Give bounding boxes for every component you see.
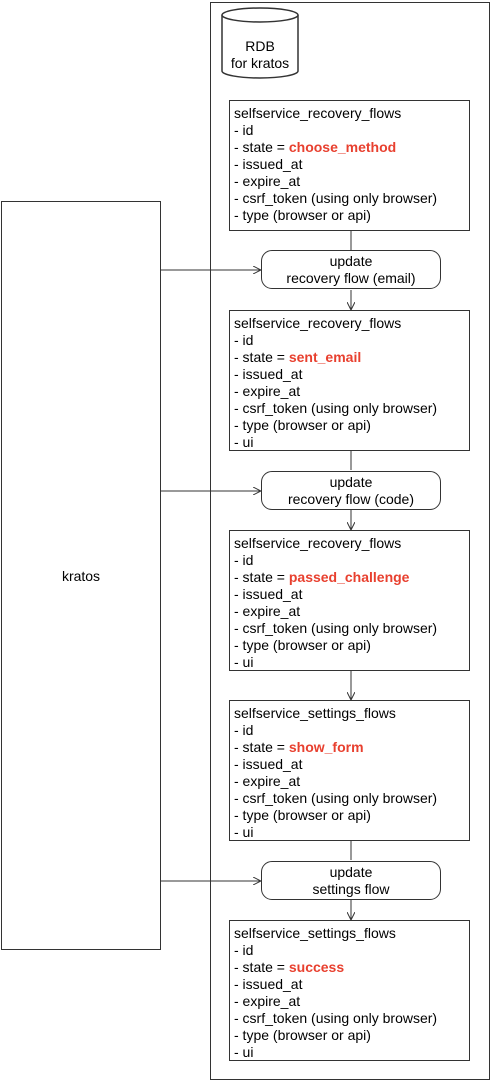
action-update-settings-flow: update settings flow <box>261 861 441 900</box>
entity-field: - issued_at <box>234 366 303 382</box>
action-line2: settings flow <box>312 880 390 897</box>
state-value: sent_email <box>288 349 362 365</box>
entity-field: - type (browser or api) <box>234 417 371 433</box>
action-line1: update <box>329 473 373 490</box>
entity-field: - csrf_token (using only browser) <box>234 620 438 636</box>
entity-field: - id <box>234 122 254 138</box>
entity-table-name: selfservice_recovery_flows <box>234 105 402 121</box>
entity-table-name: selfservice_settings_flows <box>234 705 396 721</box>
state-prefix: - state = <box>234 349 289 365</box>
entity-table-name: selfservice_recovery_flows <box>234 535 402 551</box>
entity-recovery-flow-sent-email: selfservice_recovery_flows - id - state … <box>229 310 470 451</box>
entity-field: - type (browser or api) <box>234 207 371 223</box>
entity-field: - type (browser or api) <box>234 1027 371 1043</box>
entity-field: - expire_at <box>234 773 301 789</box>
entity-field: - csrf_token (using only browser) <box>234 1010 438 1026</box>
action-line1: update <box>329 863 373 880</box>
action-line2: recovery flow (code) <box>287 490 415 507</box>
state-value: choose_method <box>288 139 397 155</box>
entity-table-name: selfservice_settings_flows <box>234 925 396 941</box>
state-value: show_form <box>288 739 364 755</box>
action-update-recovery-flow-email: update recovery flow (email) <box>261 250 441 289</box>
entity-field: - id <box>234 552 254 568</box>
entity-field: - type (browser or api) <box>234 807 371 823</box>
entity-field: - id <box>234 332 254 348</box>
state-value: passed_challenge <box>288 569 410 585</box>
state-prefix: - state = <box>234 739 289 755</box>
entity-settings-flow-success: selfservice_settings_flows - id - state … <box>229 920 470 1061</box>
entity-recovery-flow-choose-method: selfservice_recovery_flows - id - state … <box>229 100 470 231</box>
entity-field: - ui <box>234 434 254 450</box>
database-label: RDB for kratos <box>221 38 299 72</box>
entity-settings-flow-show-form: selfservice_settings_flows - id - state … <box>229 700 470 841</box>
actor-label: kratos <box>61 567 101 584</box>
entity-field: - ui <box>234 824 254 840</box>
entity-field: - csrf_token (using only browser) <box>234 190 438 206</box>
entity-field: - csrf_token (using only browser) <box>234 400 438 416</box>
entity-field: - expire_at <box>234 383 301 399</box>
state-prefix: - state = <box>234 959 289 975</box>
entity-field: - issued_at <box>234 976 303 992</box>
action-update-recovery-flow-code: update recovery flow (code) <box>261 471 441 510</box>
entity-field: - id <box>234 722 254 738</box>
entity-field: - issued_at <box>234 586 303 602</box>
entity-state-field: - state = show_form <box>234 739 469 756</box>
entity-field: - csrf_token (using only browser) <box>234 790 438 806</box>
entity-field: - expire_at <box>234 603 301 619</box>
entity-field: - ui <box>234 1044 254 1060</box>
state-prefix: - state = <box>234 139 289 155</box>
entity-state-field: - state = sent_email <box>234 349 469 366</box>
kratos-actor: kratos <box>1 201 161 950</box>
entity-state-field: - state = passed_challenge <box>234 569 469 586</box>
action-line2: recovery flow (email) <box>286 269 416 286</box>
entity-field: - type (browser or api) <box>234 637 371 653</box>
entity-field: - id <box>234 942 254 958</box>
database-icon <box>221 7 299 79</box>
database-label-line1: RDB <box>245 38 275 54</box>
state-value: success <box>288 959 345 975</box>
entity-table-name: selfservice_recovery_flows <box>234 315 402 331</box>
entity-recovery-flow-passed-challenge: selfservice_recovery_flows - id - state … <box>229 530 470 671</box>
entity-field: - ui <box>234 654 254 670</box>
entity-field: - expire_at <box>234 993 301 1009</box>
entity-state-field: - state = choose_method <box>234 139 469 156</box>
action-line1: update <box>329 252 373 269</box>
state-prefix: - state = <box>234 569 289 585</box>
entity-field: - issued_at <box>234 756 303 772</box>
database-label-line2: for kratos <box>230 55 290 71</box>
entity-field: - expire_at <box>234 173 301 189</box>
database-container <box>210 2 490 1080</box>
entity-field: - issued_at <box>234 156 303 172</box>
entity-state-field: - state = success <box>234 959 469 976</box>
